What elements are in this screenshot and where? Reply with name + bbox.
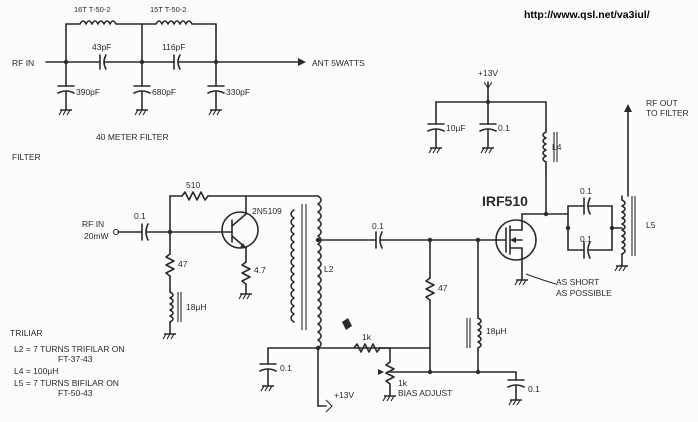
transistor-2n5109 [221,211,259,249]
amp-choke1-label: 18µH [186,302,207,312]
gate-network: 0.1 47 18µH 1k 1k BIAS ADJUST [317,221,540,406]
amp-l2-label: L2 [324,264,334,274]
filter-ant-label: ANT 5WATTS [312,58,365,68]
output-section: 0.1 0.1 L5 RF OUT TO FILTER [543,98,689,272]
winding-notes: TRILIAR L2 = 7 TURNS TRIFILAR ON FT-37-4… [10,328,124,398]
amp-c-couple-label: 0.1 [372,221,384,231]
notes-l2: L2 = 7 TURNS TRIFILAR ON [14,344,124,354]
filter-rf-in: RF IN [12,58,34,68]
notes-l4: L4 = 100µH [14,366,58,376]
choke-18uh-2 [477,317,482,349]
notes-l5: L5 = 7 TURNS BIFILAR ON [14,378,119,388]
bypass-cap-low: 0.1 [259,347,292,392]
filter-title: 40 METER FILTER [96,132,169,142]
filter-shunt-cap-3 [207,61,225,116]
amp-rf-in-level: 20mW [84,231,109,241]
source-url: http://www.qsl.net/va3iul/ [524,9,650,21]
resistor-47-gate [425,277,435,301]
filter-c3-label: 390pF [76,87,100,97]
resistor-510 [181,191,209,201]
filter-l2-label: 15T T-50-2 [150,5,186,14]
filter-section: 16T T-50-2 15T T-50-2 RF IN 43pF 116pF A… [12,5,365,142]
amp-rf-out: RF OUT [646,98,678,108]
amp-vcc-bottom: +13V [334,390,354,400]
resistor-1k [353,343,381,353]
amp-pot-desc: BIAS ADJUST [398,388,452,398]
notes-l5-core: FT-50-43 [58,388,93,398]
transformer-l2: L2 [267,195,431,407]
inductor-l4 [542,131,547,163]
amp-rf-in: RF IN [82,219,104,229]
ink-mark [342,318,352,330]
filter-c2-label: 116pF [162,42,185,52]
filter-c1-label: 43pF [92,42,111,52]
notes-title: TRILIAR [10,328,43,338]
filter-inductor-l2 [141,20,217,25]
notes-l2-core: FT-37-43 [58,354,93,364]
amp-c-out1-label: 0.1 [580,186,592,196]
amp-r-base-label: 47 [178,259,188,269]
driver-stage: RF IN 20mW 0.1 510 2N5109 4.7 [82,180,319,340]
bias-potentiometer [385,361,395,385]
choke-18uh-1 [169,291,174,323]
amp-pot-label: 1k [398,378,408,388]
inductor-l5 [621,199,626,255]
resistor-47-base [165,253,175,277]
amp-r-gate-label: 47 [438,283,448,293]
amp-c-low-label: 0.1 [280,363,292,373]
amp-c-bias-label: 0.1 [528,384,540,394]
filter-c4-label: 680pF [152,87,176,97]
amp-l4-label: L4 [552,142,562,152]
amp-note-short2: AS POSSIBLE [556,288,612,298]
filter-inductor-l1 [65,20,143,25]
amp-r-emitter-label: 4.7 [254,265,266,275]
supply-section: +13V 10µF 0.1 L4 [427,68,562,169]
amp-mosfet-label: IRF510 [482,193,528,209]
amp-l5-label: L5 [646,220,656,230]
amp-vcc-top: +13V [478,68,498,78]
amp-c-bypass2-label: 0.1 [498,123,510,133]
amp-choke2-label: 18µH [486,326,507,336]
filter-shunt-cap-2 [133,61,151,116]
amp-rf-out2: TO FILTER [646,108,689,118]
section-label-filter: FILTER [12,152,41,162]
amp-r-bias-label: 1k [362,332,372,342]
amp-transistor-label: 2N5109 [252,206,282,216]
amp-c-in-label: 0.1 [134,211,146,221]
amp-note-short1: AS SHORT [556,277,599,287]
amp-c-out2-label: 0.1 [580,234,592,244]
amp-c-bypass1-label: 10µF [446,123,466,133]
filter-shunt-cap-1 [57,61,75,116]
filter-l1-label: 16T T-50-2 [74,5,110,14]
resistor-4-7 [241,261,251,285]
mosfet-irf510: IRF510 AS SHORT AS POSSIBLE [482,167,612,298]
amp-r-feedback-label: 510 [186,180,200,190]
filter-c5-label: 330pF [226,87,250,97]
